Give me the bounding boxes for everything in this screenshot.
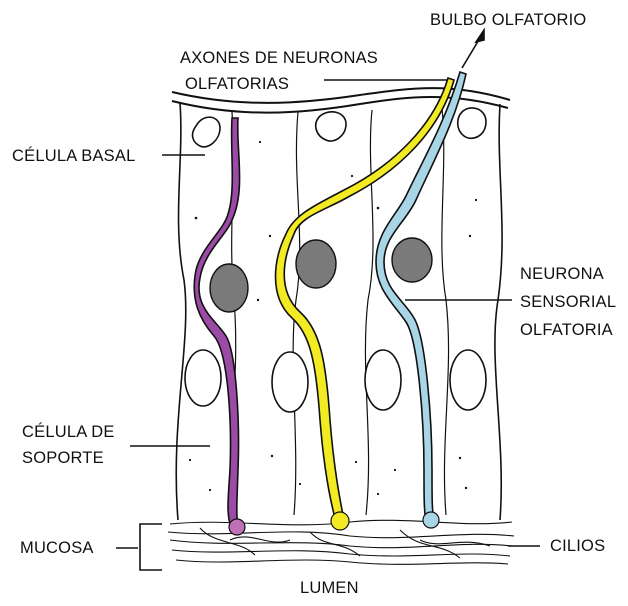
label-neurona-line1: NEURONA [520, 262, 604, 286]
label-neurona-line2: SENSORIAL [520, 290, 616, 314]
label-bulbo-olfatorio: BULBO OLFATORIO [430, 8, 586, 32]
label-axones-line2: OLFATORIAS [185, 72, 289, 96]
label-celula-basal: CÉLULA BASAL [12, 144, 135, 168]
label-mucosa: MUCOSA [20, 536, 94, 560]
label-soporte-line2: SOPORTE [22, 446, 104, 470]
label-lumen: LUMEN [300, 576, 359, 600]
bulbo-arrow [462, 30, 484, 68]
label-neurona-line3: OLFATORIA [520, 318, 613, 342]
label-soporte-line1: CÉLULA DE [22, 420, 115, 444]
purple-olfactory-neuron [194, 118, 248, 535]
label-axones-line1: AXONES DE NEURONAS [180, 46, 378, 70]
label-cilios: CILIOS [550, 534, 605, 558]
